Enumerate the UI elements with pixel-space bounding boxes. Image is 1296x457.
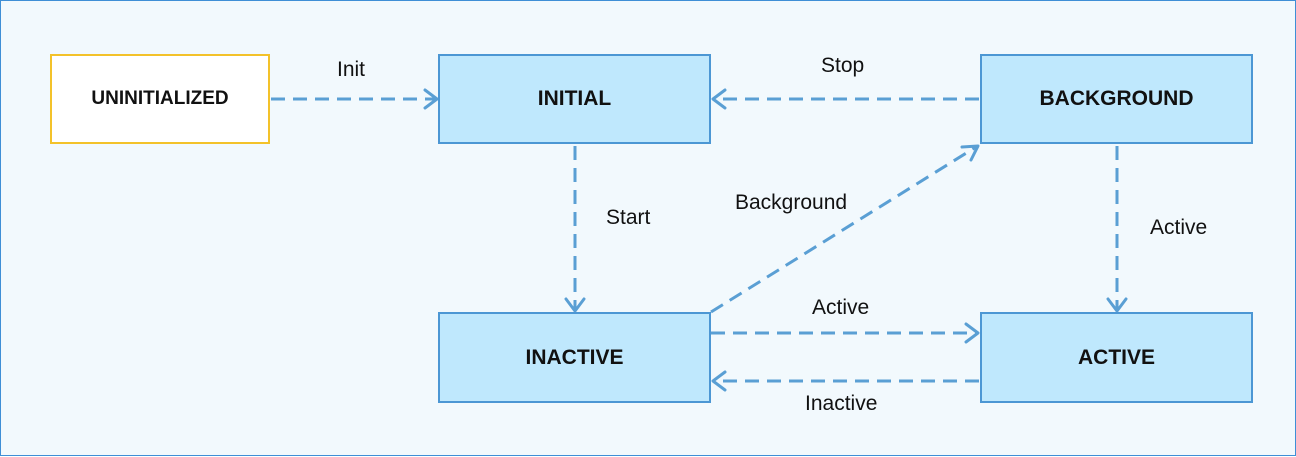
arrow-background (710, 145, 977, 314)
label-inactive-from-active: Inactive (805, 392, 878, 415)
label-active-from-background: Active (1150, 216, 1208, 239)
arrowhead-init (423, 88, 439, 110)
state-inactive-label: INACTIVE (525, 345, 624, 369)
arrowhead-stop (711, 88, 727, 110)
state-initial: INITIAL (438, 54, 711, 144)
label-init: Init (337, 58, 366, 81)
arrowhead-inactive-from-active (711, 370, 727, 392)
arrowhead-background (960, 144, 980, 162)
state-active: ACTIVE (980, 312, 1253, 403)
label-start: Start (606, 206, 651, 229)
state-active-label: ACTIVE (1077, 345, 1155, 369)
state-inactive: INACTIVE (438, 312, 711, 403)
label-background: Background (735, 191, 848, 214)
state-uninitialized-label: UNINITIALIZED (91, 88, 229, 109)
label-stop: Stop (821, 54, 865, 77)
state-background-label: BACKGROUND (1039, 87, 1194, 110)
label-active-from-inactive: Active (812, 296, 870, 319)
state-background: BACKGROUND (980, 54, 1253, 144)
state-initial-label: INITIAL (537, 87, 612, 110)
arrowhead-active-from-inactive (964, 322, 980, 344)
state-uninitialized: UNINITIALIZED (50, 54, 270, 144)
arrowhead-active-from-background (1106, 297, 1128, 313)
arrowhead-start (564, 297, 586, 313)
